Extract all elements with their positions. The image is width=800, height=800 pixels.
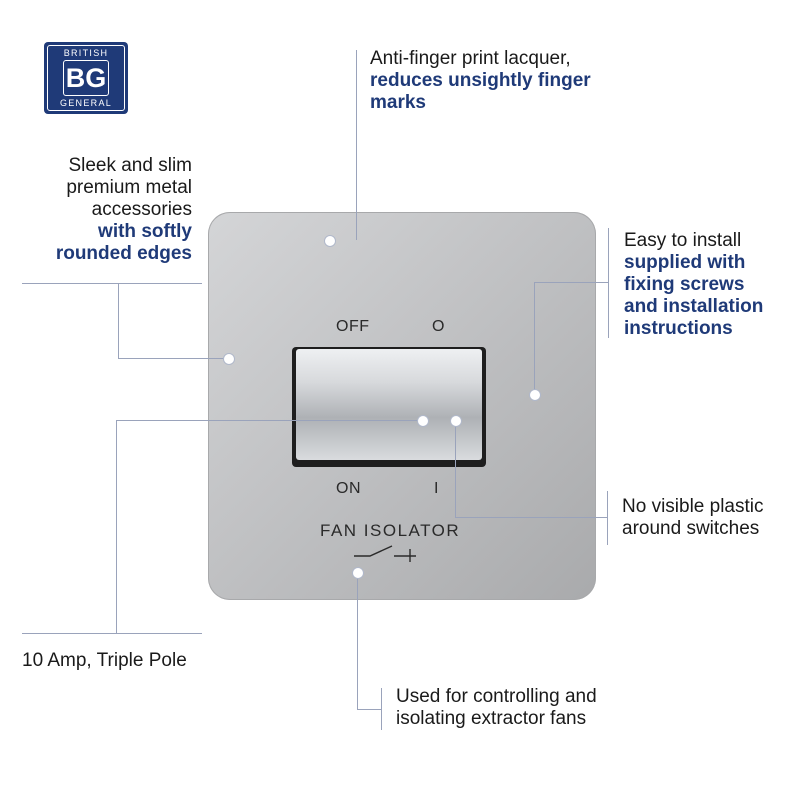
callout-no-plastic: No visible plastic around switches <box>622 496 764 540</box>
on-label: ON <box>336 480 361 497</box>
i-label: I <box>434 480 439 497</box>
dot-easy <box>529 389 541 401</box>
dot-amp <box>417 415 429 427</box>
callout-sleek: Sleek and slim premium metal accessories… <box>20 155 192 265</box>
leader-fans-h <box>357 709 381 710</box>
easy-highlight-1: supplied with <box>624 252 746 273</box>
rocker-switch[interactable] <box>296 349 482 460</box>
callout-easy-install: Easy to install supplied with fixing scr… <box>624 230 763 340</box>
leader-plastic-bar <box>607 491 608 545</box>
leader-fans-bar <box>381 688 382 730</box>
amp-plain: 10 Amp, Triple Pole <box>22 650 187 671</box>
dot-anti-finger <box>324 235 336 247</box>
leader-anti-finger <box>356 50 357 240</box>
leader-easy-h <box>534 282 608 283</box>
logo-top-text: BRITISH <box>63 48 109 58</box>
leader-amp-v <box>116 420 117 633</box>
fans-plain-1: Used for controlling and <box>396 686 597 707</box>
logo-bottom-text: GENERAL <box>59 98 113 108</box>
dot-fans <box>352 567 364 579</box>
dot-sleek <box>223 353 235 365</box>
leader-amp-h2 <box>22 633 202 634</box>
bg-logo: BRITISH BG GENERAL <box>44 42 128 114</box>
callout-anti-finger: Anti-finger print lacquer, reduces unsig… <box>370 48 591 114</box>
leader-sleek-v <box>118 284 119 358</box>
off-label: OFF <box>336 318 370 335</box>
o-label: O <box>432 318 445 335</box>
leader-easy-v <box>534 282 535 394</box>
leader-fans-v <box>357 572 358 709</box>
sleek-highlight-1: with softly <box>98 221 192 242</box>
sleek-plain-1: Sleek and slim <box>68 155 192 176</box>
anti-finger-highlight-1: reduces unsightly finger <box>370 70 591 91</box>
logo-mark: BG <box>63 60 109 96</box>
fans-plain-2: isolating extractor fans <box>396 708 587 729</box>
plastic-plain-2: around switches <box>622 518 760 539</box>
callout-amp: 10 Amp, Triple Pole <box>22 650 187 672</box>
fan-isolator-label: FAN ISOLATOR <box>320 521 461 540</box>
leader-plastic-h <box>455 517 607 518</box>
leader-sleek-h <box>22 283 202 284</box>
leader-easy-bar <box>608 228 609 338</box>
sleek-highlight-2: rounded edges <box>55 243 192 264</box>
anti-finger-highlight-2: marks <box>370 92 426 113</box>
easy-plain: Easy to install <box>624 230 742 251</box>
sleek-plain-2: premium metal <box>66 177 192 198</box>
leader-amp-h <box>116 420 422 421</box>
easy-highlight-3: and installation <box>624 296 764 317</box>
switch-symbol-icon <box>354 545 416 562</box>
callout-fans: Used for controlling and isolating extra… <box>396 686 597 730</box>
easy-highlight-2: fixing screws <box>624 274 745 295</box>
anti-finger-plain: Anti-finger print lacquer, <box>370 48 571 69</box>
sleek-plain-3: accessories <box>91 199 192 220</box>
leader-sleek-h2 <box>118 358 228 359</box>
leader-plastic-v <box>455 420 456 517</box>
plastic-plain-1: No visible plastic <box>622 496 764 517</box>
dot-plastic <box>450 415 462 427</box>
easy-highlight-4: instructions <box>624 318 733 339</box>
